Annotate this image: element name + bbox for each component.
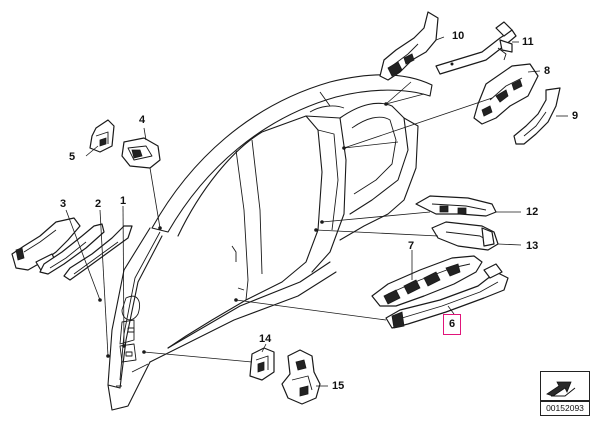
part-13-bracket [431, 221, 499, 251]
callout-11: 11 [522, 36, 534, 48]
callout-2: 2 [95, 198, 102, 210]
part-6-rail [385, 263, 509, 329]
part-15-mount [281, 349, 321, 405]
callout-7: 7 [408, 240, 415, 252]
part-8-reinforcement [473, 63, 539, 125]
callout-5: 5 [69, 151, 76, 163]
part-9-strip [513, 87, 561, 145]
part-11-rail [435, 21, 517, 75]
callout-12: 12 [526, 206, 539, 218]
leader-lines [65, 36, 568, 387]
part-1-strip [63, 225, 133, 281]
diagram-code: 00152093 [540, 401, 590, 416]
part-2-brace [39, 223, 105, 275]
part-10-bracket [379, 11, 439, 81]
callout-15: 15 [332, 380, 345, 392]
side-frame-body [107, 74, 433, 411]
arrow-logo-icon [540, 371, 590, 401]
callout-14: 14 [259, 333, 272, 345]
callout-8: 8 [544, 65, 551, 77]
callout-4: 4 [139, 114, 146, 126]
callout-9: 9 [572, 110, 579, 122]
part-12-bracket [415, 195, 497, 217]
callout-13: 13 [526, 240, 539, 252]
callout-6-highlighted: 6 [443, 314, 462, 335]
leader-end-dots [98, 102, 388, 358]
part-4-box [121, 137, 161, 169]
callout-3: 3 [60, 198, 67, 210]
part-14-bracket [249, 347, 275, 381]
part-5-bracket [89, 119, 115, 153]
part-7-sill [371, 255, 483, 307]
callout-1: 1 [120, 195, 127, 207]
callout-10: 10 [452, 30, 465, 42]
